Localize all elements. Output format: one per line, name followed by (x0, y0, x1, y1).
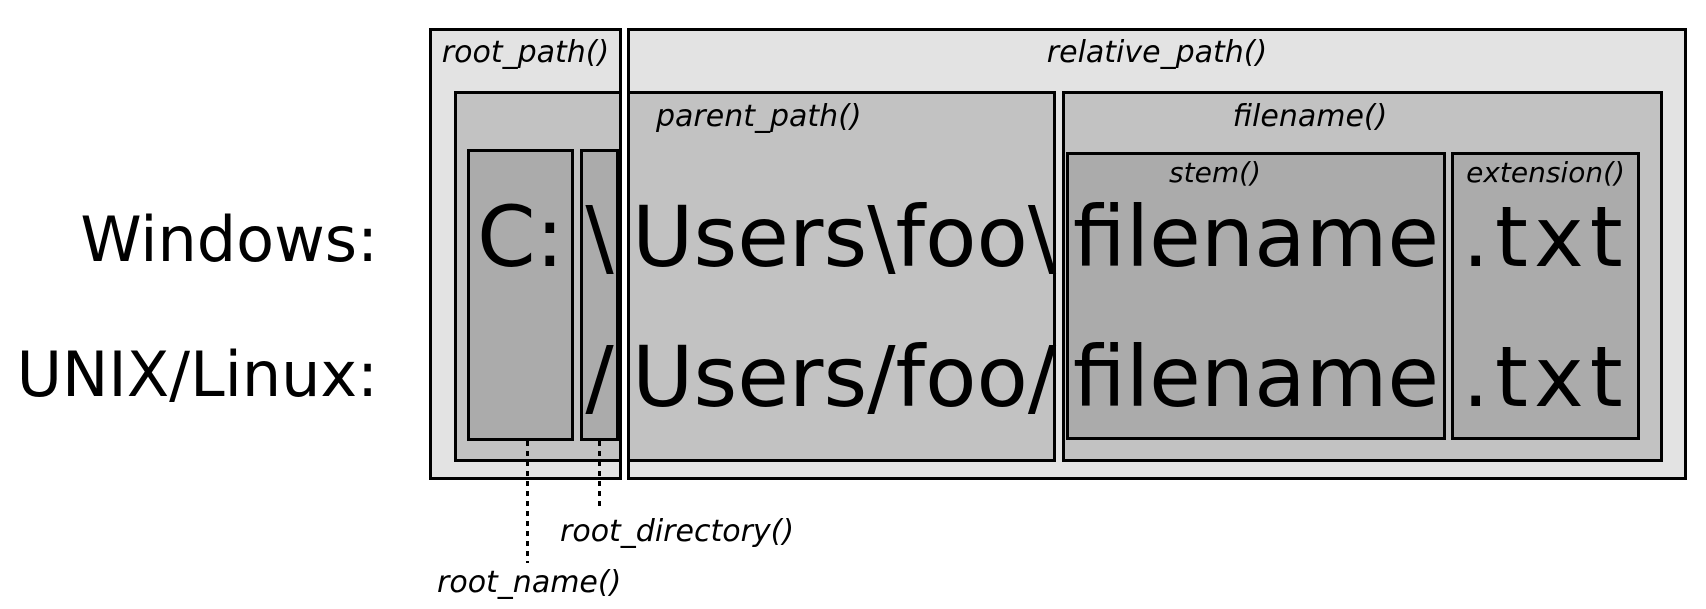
root-name-box (467, 149, 574, 441)
path-text-windows-root-directory: \ (585, 188, 614, 286)
extension-box (1451, 152, 1640, 440)
extension-label: extension() (1466, 156, 1625, 189)
path-text-windows-parent: Users\foo\ (632, 188, 1057, 286)
path-text-unix-stem: filename (1072, 328, 1440, 426)
filename-label: filename() (1232, 99, 1388, 134)
root-name-callout-label: root_name() (437, 565, 622, 600)
root-path-label: root_path() (441, 35, 610, 70)
root-directory-box (580, 149, 619, 441)
relative-path-label: relative_path() (1046, 35, 1268, 70)
path-text-windows-root-name: C: (477, 188, 564, 286)
path-text-windows-extension: .txt (1462, 188, 1629, 286)
stem-box (1066, 152, 1446, 440)
path-text-unix-extension: .txt (1462, 328, 1629, 426)
stem-label: stem() (1169, 156, 1261, 189)
parent-path-box (627, 91, 1056, 462)
path-text-unix-parent: Users/foo/ (632, 328, 1057, 426)
os-label-windows: Windows: (80, 203, 378, 276)
parent-path-label: parent_path() (656, 99, 862, 134)
root-directory-callout-label: root_directory() (560, 514, 795, 549)
root-directory-callout-line (598, 441, 601, 511)
path-text-unix-root-directory: / (585, 328, 614, 426)
os-label-unix: UNIX/Linux: (16, 338, 378, 411)
path-text-windows-stem: filename (1072, 188, 1440, 286)
root-name-callout-line (526, 441, 529, 563)
